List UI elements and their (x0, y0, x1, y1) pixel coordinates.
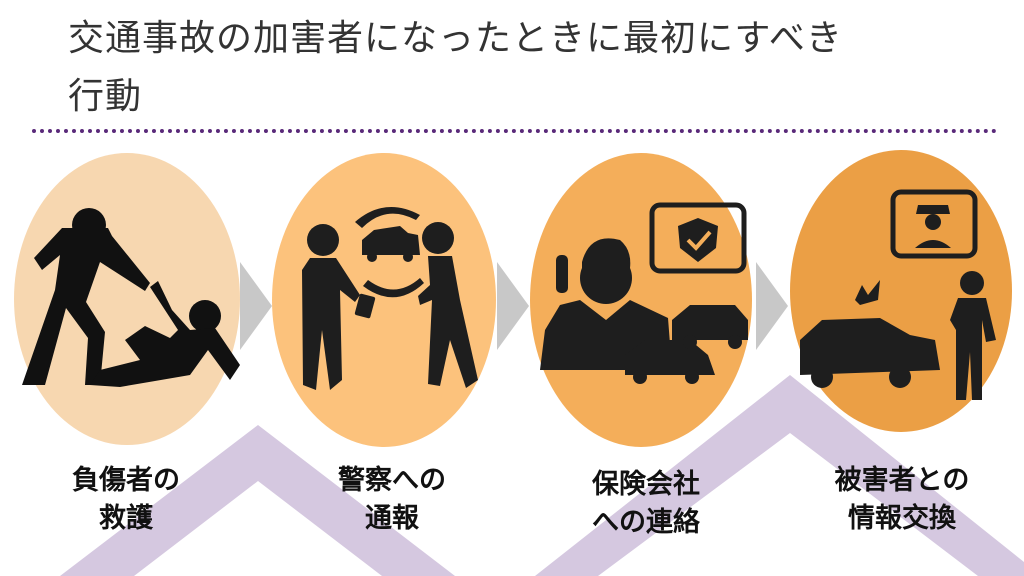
title-line-1: 交通事故の加害者になったときに最初にすべき (68, 18, 843, 59)
step-1-circle (14, 153, 240, 445)
step-4-label-line-1: 被害者との (834, 465, 970, 496)
step-3-circle (530, 153, 752, 447)
step-2-label-line-2: 通報 (365, 503, 419, 534)
page-title: 交通事故の加害者になったときに最初にすべき 行動 (68, 10, 1008, 126)
arrow-right-icon-2 (497, 262, 529, 350)
chevron-shape-2 (535, 375, 1024, 576)
arrow-right-icon-1 (240, 262, 272, 350)
step-1-label: 負傷者の 救護 (26, 462, 226, 538)
step-3-label: 保険会社 への連絡 (546, 466, 746, 542)
step-2-label-line-1: 警察への (338, 465, 446, 496)
step-1-label-line-2: 救護 (99, 503, 153, 534)
rescue-injured-person-icon (22, 208, 240, 387)
step-3-label-line-1: 保険会社 (592, 469, 700, 500)
dotted-divider (32, 129, 997, 133)
report-to-police-exchange-icon (302, 206, 478, 390)
step-3-label-line-2: への連絡 (592, 507, 700, 538)
call-insurance-company-icon (540, 202, 748, 384)
step-4-label: 被害者との 情報交換 (802, 462, 1002, 538)
chevron-shape-1 (60, 425, 455, 576)
step-1-label-line-1: 負傷者の (72, 465, 180, 496)
exchange-info-with-victim-icon (800, 189, 996, 400)
arrow-right-icon-3 (756, 262, 788, 350)
title-line-2: 行動 (68, 76, 143, 117)
step-2-label: 警察への 通報 (292, 462, 492, 538)
step-4-label-line-2: 情報交換 (848, 503, 956, 534)
